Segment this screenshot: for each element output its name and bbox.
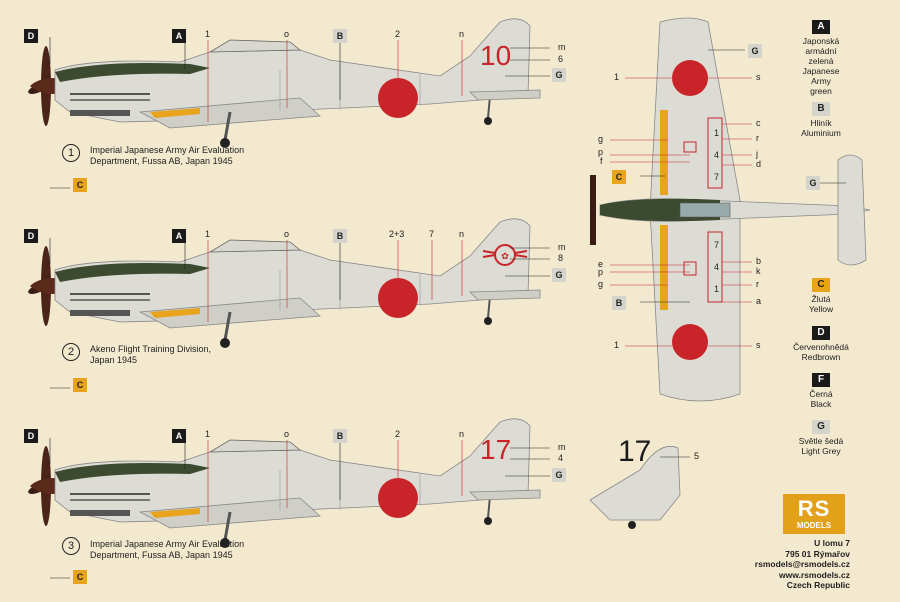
label-m-row3: m	[558, 442, 566, 452]
label-p-top-lower: p	[598, 267, 604, 277]
callout-A-row2: A	[172, 229, 186, 243]
label-c-top: c	[756, 118, 761, 128]
label-2-row1: 2	[395, 29, 401, 39]
label-s-top-lower: s	[756, 340, 761, 350]
callout-C-row2: C	[73, 378, 87, 392]
label-s-top-upper: s	[756, 72, 761, 82]
label-1-row3: 1	[205, 429, 211, 439]
company-address: U lomu 7 795 01 Rýmařov rsmodels@rsmodel…	[754, 538, 850, 590]
swatch-A: A	[812, 20, 830, 34]
label-4-row3: 4	[558, 453, 564, 463]
callout-B-top: B	[612, 296, 626, 310]
label-2-row3: 2	[395, 429, 401, 439]
callout-G-row3: G	[552, 468, 566, 482]
label-r-top-lower: r	[756, 279, 759, 289]
swatch-D: D	[812, 326, 830, 340]
label-a-top: a	[756, 296, 762, 306]
flap-stencil-7-upper: 7	[714, 172, 720, 182]
label-e-top: e	[598, 259, 604, 269]
label-6-row1: 6	[558, 54, 564, 64]
label-2plus3-row2: 2+3	[389, 229, 405, 239]
callout-C-row3: C	[73, 570, 87, 584]
label-o-row3: o	[284, 429, 290, 439]
svg-text:✿: ✿	[501, 251, 509, 261]
callout-B-row3: B	[333, 429, 347, 443]
label-k-top: k	[756, 266, 761, 276]
swatch-G: G	[812, 420, 830, 434]
label-5-alt-tail: 5	[694, 451, 700, 461]
swatch-F: F	[812, 373, 830, 387]
label-7-row2: 7	[429, 229, 435, 239]
label-f-top: f	[600, 156, 603, 166]
label-n-row1: n	[459, 29, 465, 39]
label-m-row2: m	[558, 242, 566, 252]
label-p-top-upper: p	[598, 147, 604, 157]
rs-models-logo: RS MODELS	[783, 494, 845, 534]
label-n-row2: n	[459, 229, 465, 239]
callout-G-top-tail: G	[806, 176, 820, 190]
leader-lines	[207, 40, 752, 522]
aircraft-top-view	[590, 17, 871, 402]
callout-B-row2: B	[333, 229, 347, 243]
label-1-top-lower: 1	[614, 340, 620, 350]
label-g-top-lower: g	[598, 279, 604, 289]
scheme-number-3: 3	[62, 537, 80, 555]
callout-A-row1: A	[172, 29, 186, 43]
tail-code-3: 17	[480, 434, 512, 465]
aircraft-profile-2: ✿	[26, 217, 542, 350]
callout-A-row3: A	[172, 429, 186, 443]
callout-D-row3: D	[24, 429, 38, 443]
label-b-top: b	[756, 256, 762, 266]
label-1-row2: 1	[205, 229, 211, 239]
callout-C-row1: C	[73, 178, 87, 192]
callout-C-top: C	[612, 170, 626, 184]
scheme-number-2: 2	[62, 343, 80, 361]
callout-G-top-wing: G	[748, 44, 762, 58]
flap-stencil-4-lower: 4	[714, 262, 720, 272]
label-m-row1: m	[558, 42, 566, 52]
label-d-top: d	[756, 159, 762, 169]
label-1-row1: 1	[205, 29, 211, 39]
label-1-top-upper: 1	[614, 72, 620, 82]
flap-stencil-1-lower: 1	[714, 284, 720, 294]
flap-stencil-7-lower: 7	[714, 240, 720, 250]
label-o-row2: o	[284, 229, 290, 239]
flap-stencil-4-upper: 4	[714, 150, 720, 160]
callout-B-row1: B	[333, 29, 347, 43]
label-o-row1: o	[284, 29, 290, 39]
label-g-top-upper: g	[598, 134, 604, 144]
callout-D-row1: D	[24, 29, 38, 43]
scheme-caption-2: Akeno Flight Training Division,Japan 194…	[90, 344, 212, 365]
swatch-B: B	[812, 102, 830, 116]
label-8-row2: 8	[558, 253, 564, 263]
swatch-C: C	[812, 278, 830, 292]
label-n-row3: n	[459, 429, 465, 439]
scheme-number-1: 1	[62, 144, 80, 162]
alternate-tail-profile	[589, 445, 681, 529]
callout-D-row2: D	[24, 229, 38, 243]
callout-G-row2: G	[552, 268, 566, 282]
flap-stencil-1-upper: 1	[714, 128, 720, 138]
alt-tail-code: 17	[618, 435, 652, 468]
tail-code-1: 10	[480, 40, 512, 71]
label-r-top-upper: r	[756, 133, 759, 143]
label-j-top: j	[756, 149, 758, 159]
callout-G-row1: G	[552, 68, 566, 82]
